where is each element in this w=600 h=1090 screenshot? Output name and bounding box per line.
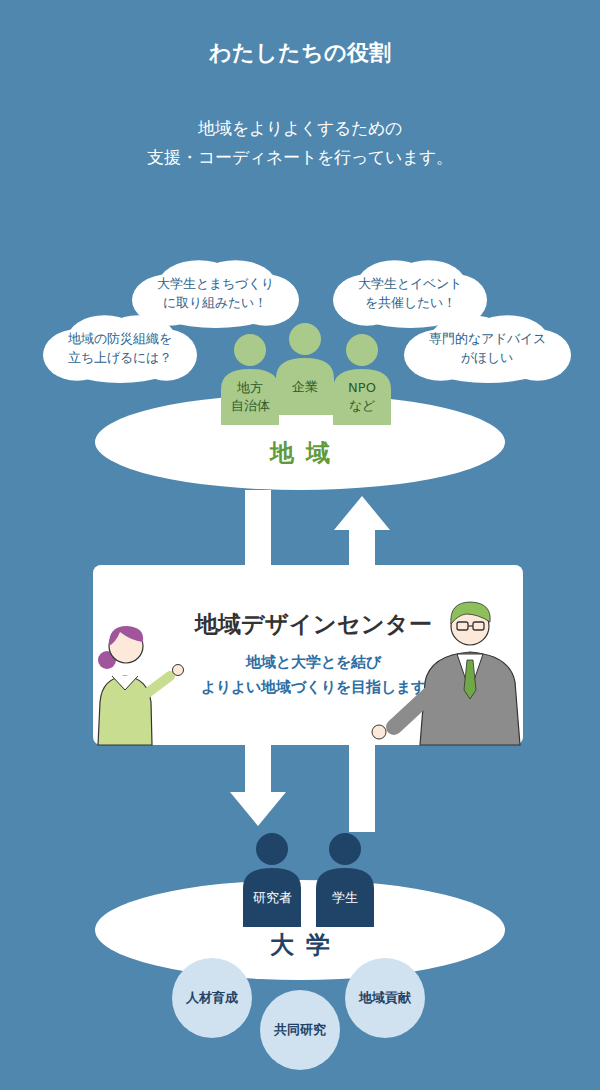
flow-arrow — [334, 496, 390, 565]
region-group: 地域 地方 自治体企業NPO など — [95, 322, 505, 490]
page-title: わたしたちの役割 — [0, 38, 600, 68]
center-box: 地域デザインセンター地域と大学とを結び よりよい地域づくりを目指します — [93, 565, 523, 745]
person-figure: NPO など — [333, 333, 391, 425]
circle-label: 共同研究 — [274, 1021, 326, 1039]
bubble-text: 専門的なアドバイス がほしい — [429, 329, 546, 367]
bubble-shape — [43, 313, 197, 383]
bubble-shape — [404, 313, 571, 383]
person-label: NPO など — [333, 379, 391, 415]
speech-bubble: 大学生とまちづくり に取り組みたい！ — [132, 258, 299, 328]
bubble-text: 地域の防災組織を 立ち上げるには？ — [68, 329, 172, 367]
region-label: 大学 — [95, 930, 505, 960]
box-heading: 地域デザインセンター — [195, 609, 432, 639]
woman-figure — [98, 626, 184, 745]
person-figure: 学生 — [316, 832, 374, 927]
bubble-text: 大学生とイベント を共催したい！ — [358, 274, 462, 312]
person-label: 研究者 — [243, 889, 301, 907]
person-shape — [316, 832, 374, 927]
person-figure: 企業 — [276, 322, 334, 415]
flow-arrow — [349, 745, 375, 832]
subtitle-text: 地域をよりよくするための 支援・コーディネートを行っています。 — [0, 114, 600, 172]
person-shape — [276, 322, 334, 415]
person-shape — [243, 832, 301, 927]
bubble-text: 大学生とまちづくり に取り組みたい！ — [157, 274, 274, 312]
man-figure — [372, 602, 520, 745]
circle-label: 人材育成 — [186, 989, 238, 1007]
region-group: 大学 研究者学生人材育成共同研究 地域貢献 — [95, 832, 505, 1072]
speech-bubble: 専門的なアドバイス がほしい — [404, 313, 571, 383]
flow-arrow — [245, 490, 271, 565]
region-label: 地域 — [95, 438, 505, 468]
circle-node: 人材育成 — [172, 958, 252, 1038]
person-label: 企業 — [276, 378, 334, 396]
speech-bubble: 地域の防災組織を 立ち上げるには？ — [43, 313, 197, 383]
person-figure: 地方 自治体 — [221, 333, 279, 425]
person-label: 地方 自治体 — [221, 379, 279, 415]
box-body: 地域と大学とを結び よりよい地域づくりを目指します — [201, 650, 426, 700]
person-label: 学生 — [316, 889, 374, 907]
bubble-shape — [132, 258, 299, 328]
flow-arrow — [230, 745, 286, 826]
circle-label: 地域貢献 — [359, 989, 411, 1007]
circle-node: 共同研究 — [260, 990, 340, 1070]
person-figure: 研究者 — [243, 832, 301, 927]
circle-node: 地域貢献 — [345, 958, 425, 1038]
